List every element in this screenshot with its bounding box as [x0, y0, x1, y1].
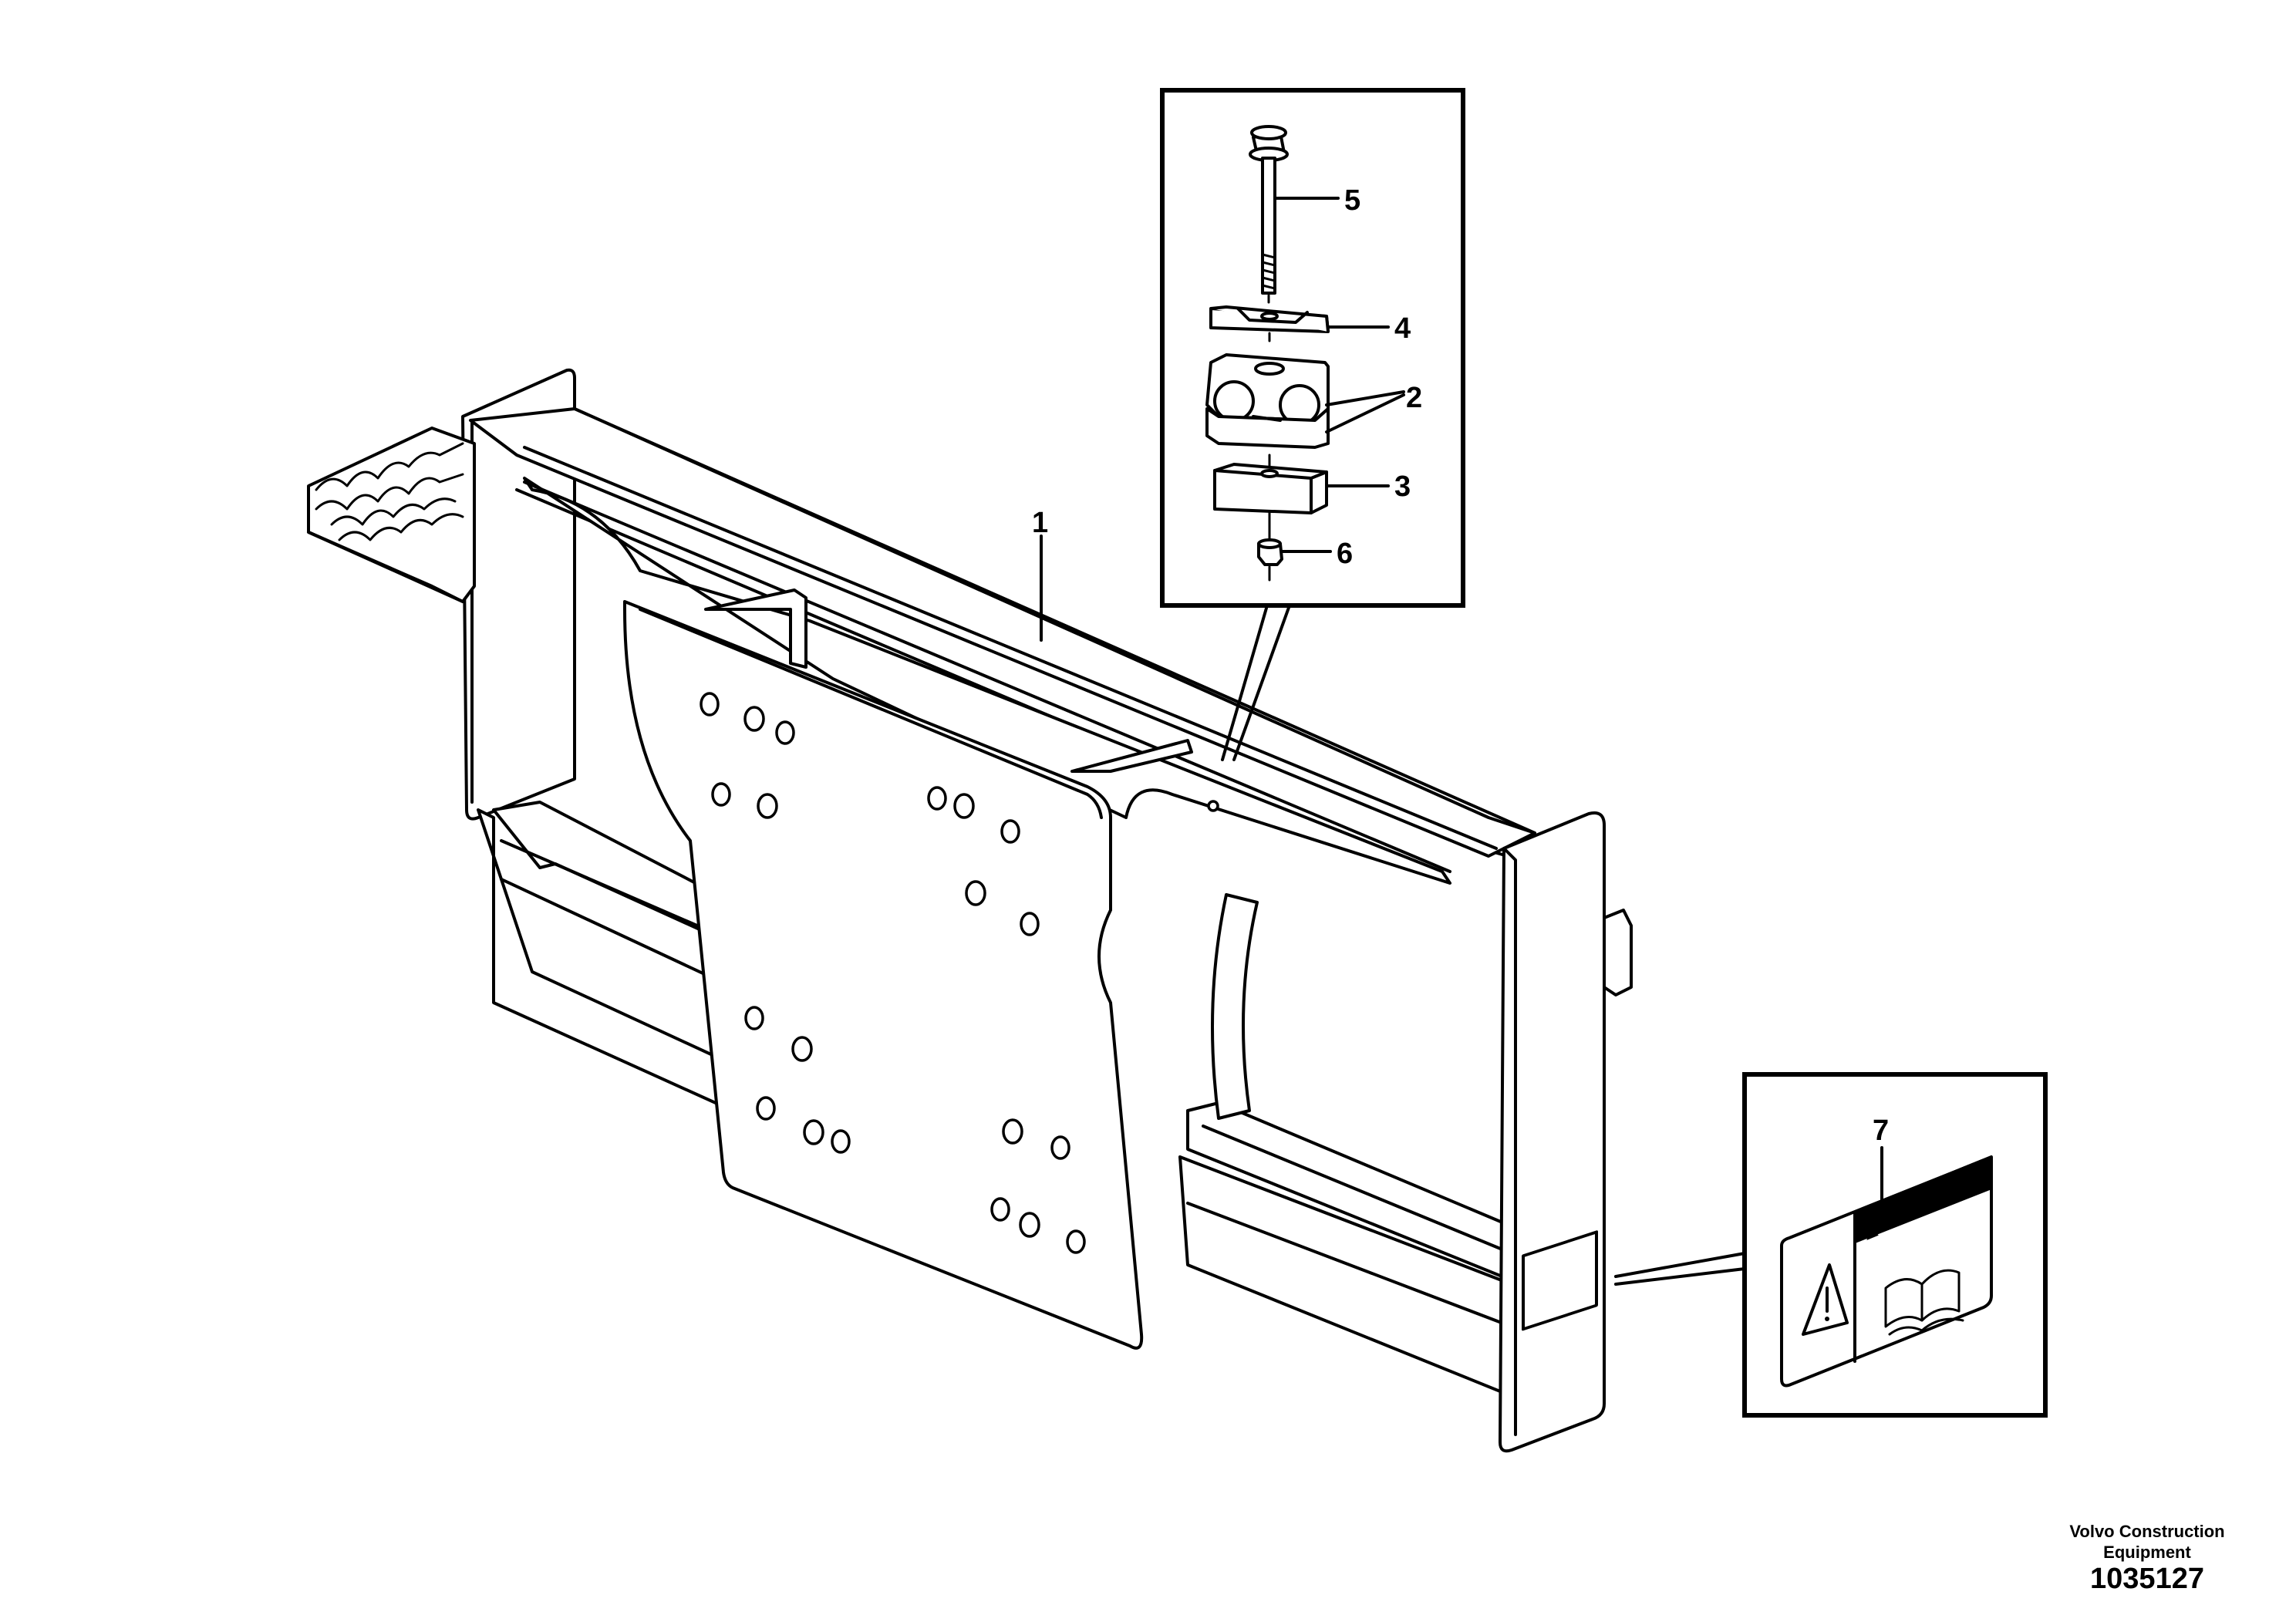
decal-detail-inset: △ WARNING: [1614, 1072, 2048, 1418]
callout-7: 7: [1873, 1114, 1889, 1147]
spacer-block: [1213, 463, 1328, 514]
credit-company-line2: Equipment: [2103, 1543, 2191, 1562]
warning-decal: △ WARNING: [1780, 1155, 1993, 1388]
inset-border: [1160, 88, 1465, 608]
decal-location: [1522, 1230, 1598, 1331]
callout-6: 6: [1337, 538, 1353, 570]
bolt: [1249, 125, 1289, 295]
drawing-number: 1035127: [2090, 1563, 2204, 1595]
frame-assembly: [461, 368, 1633, 1453]
step-tread: [307, 427, 476, 603]
callout-1: 1: [1032, 507, 1048, 539]
clamp-halves: [1205, 353, 1330, 449]
cover-plate: [1209, 305, 1330, 333]
warning-triangle-icon: [1802, 1263, 1849, 1336]
manual-book-icon: [1884, 1269, 1964, 1336]
callout-2: 2: [1406, 382, 1422, 414]
credit-company-line1: Volvo Construction: [2069, 1522, 2225, 1541]
callout-4: 4: [1394, 312, 1411, 345]
callout-5: 5: [1344, 184, 1360, 217]
clamp-detail-inset: [1160, 88, 1465, 812]
mounting-plate: [623, 588, 1193, 1350]
nut: [1257, 538, 1283, 566]
callout-3: 3: [1394, 470, 1411, 503]
